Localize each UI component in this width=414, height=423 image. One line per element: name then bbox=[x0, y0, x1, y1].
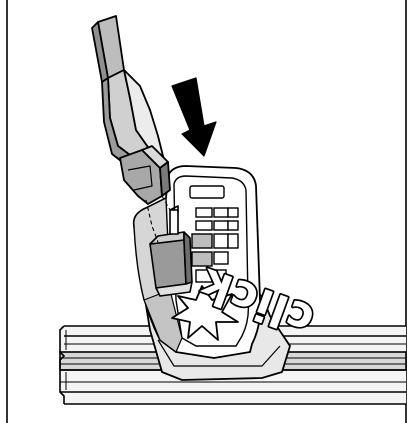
down-arrow-icon bbox=[171, 77, 217, 157]
wiper-blade-adapter bbox=[91, 15, 171, 205]
clip-face-slots bbox=[189, 185, 239, 283]
adapter-tab bbox=[149, 205, 193, 297]
click-burst-icon bbox=[171, 285, 239, 341]
alignment-guides bbox=[145, 195, 171, 243]
